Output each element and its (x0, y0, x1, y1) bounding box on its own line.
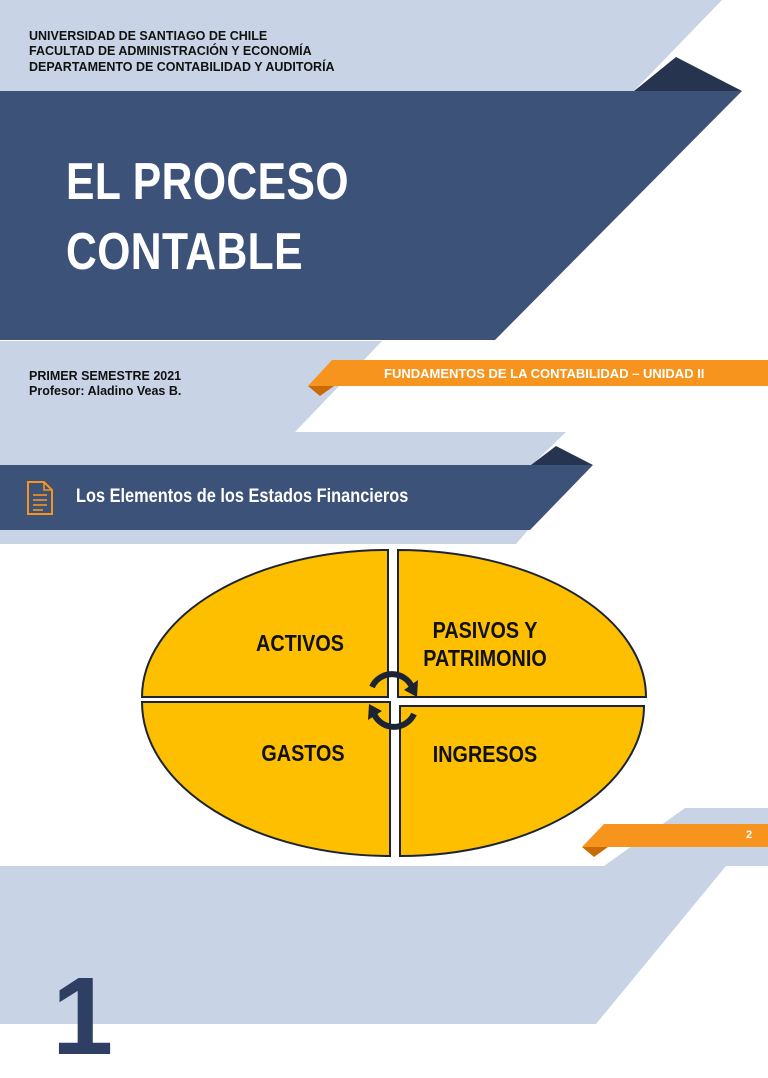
slide-2-background (0, 432, 768, 866)
faculty-name: FACULTAD DE ADMINISTRACIÓN Y ECONOMÍA (29, 44, 312, 58)
slide-2: Los Elementos de los Estados Financieros… (0, 432, 768, 866)
section-number: 1 (52, 955, 114, 1078)
course-banner (308, 360, 768, 396)
professor-label: Profesor: Aladino Veas B. (29, 384, 182, 398)
elements-oval-diagram (140, 548, 648, 858)
label-pasivos-line-1: PASIVOS Y (432, 617, 538, 643)
university-name: UNIVERSIDAD DE SANTIAGO DE CHILE (29, 29, 268, 43)
quadrant-activos (140, 548, 389, 698)
slide-1: UNIVERSIDAD DE SANTIAGO DE CHILE FACULTA… (0, 0, 768, 432)
course-label: FUNDAMENTOS DE LA CONTABILIDAD – UNIDAD … (384, 366, 705, 381)
slide-3 (0, 866, 768, 1024)
slide-1-background (0, 0, 742, 432)
page-number-banner (582, 824, 768, 857)
document-icon (27, 481, 53, 515)
quadrant-ingresos (399, 705, 646, 858)
page-number: 2 (746, 829, 753, 841)
semester-label: PRIMER SEMESTRE 2021 (29, 369, 182, 383)
label-ingresos: INGRESOS (432, 741, 538, 767)
slide-3-background (0, 866, 726, 1024)
slide-title-line-2: CONTABLE (66, 223, 303, 281)
label-gastos: GASTOS (261, 740, 345, 766)
section-title: Los Elementos de los Estados Financieros (76, 486, 409, 507)
quadrant-pasivos (397, 548, 648, 698)
quadrant-gastos (140, 701, 391, 858)
slide-title-line-1: EL PROCESO (66, 153, 349, 211)
cycle-arrows-icon (368, 671, 418, 730)
label-activos: ACTIVOS (256, 630, 344, 656)
department-name: DEPARTAMENTO DE CONTABILIDAD Y AUDITORÍA (29, 60, 335, 74)
label-pasivos-line-2: PATRIMONIO (423, 645, 547, 671)
